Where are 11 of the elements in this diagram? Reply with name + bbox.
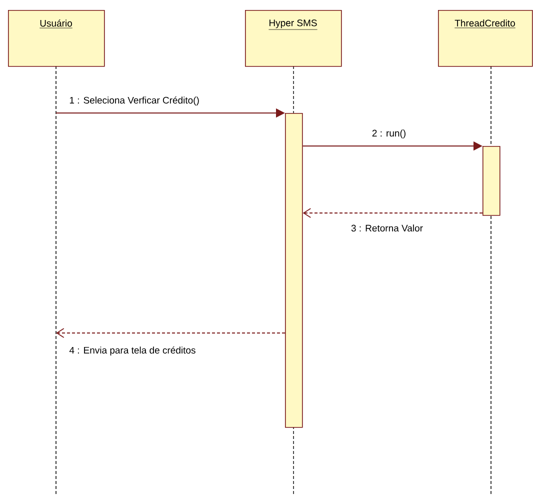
edge-label: 2 : run() [372, 130, 406, 138]
edge-label: 1 : Seleciona Verficar Crédito() [70, 96, 199, 106]
edge-label: 3 : Retorna Valor [351, 224, 423, 232]
object-box: Hyper SMS [245, 10, 342, 67]
object-box: ThreadCredito [438, 10, 533, 67]
message-arrow [56, 328, 286, 338]
edge-label: 4 : Envia para tela de créditos [69, 346, 196, 356]
message-arrow [302, 208, 483, 218]
activation-bar [285, 113, 303, 428]
activation-bar [482, 146, 500, 216]
object-box: Usuário [8, 10, 105, 67]
